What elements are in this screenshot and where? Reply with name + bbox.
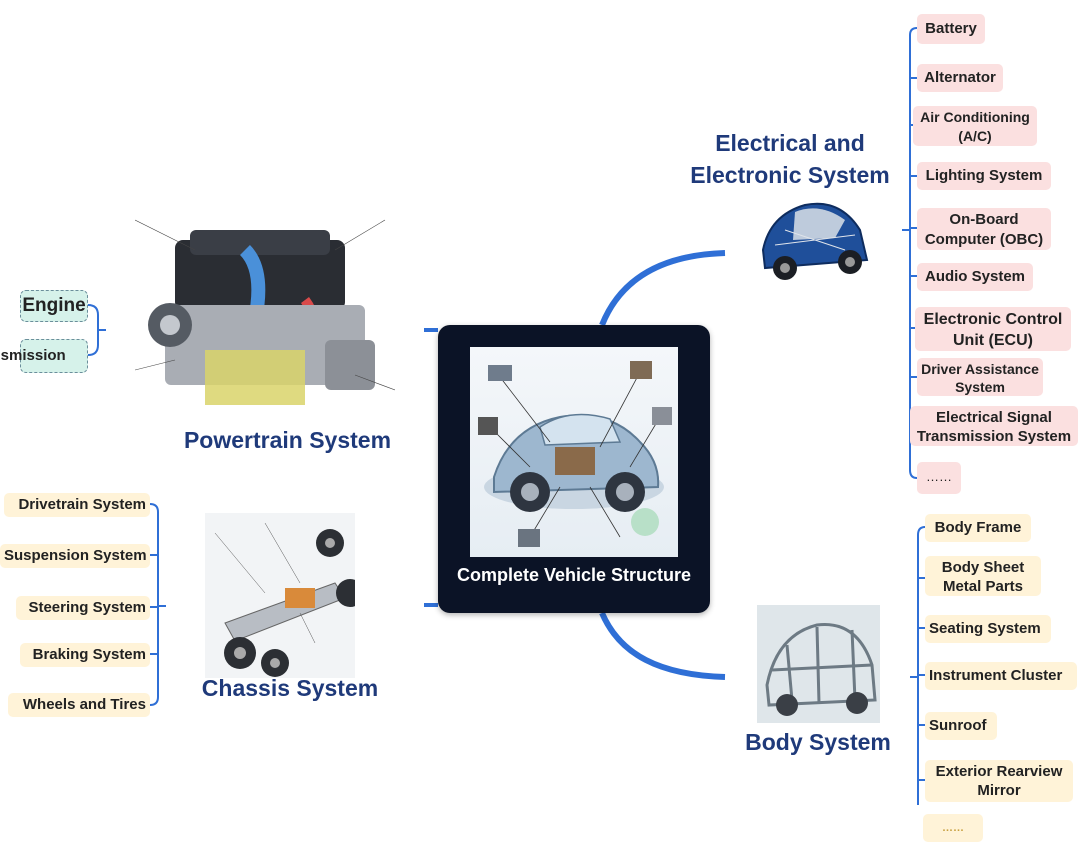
leaf-instrument-cluster[interactable]: Instrument Cluster — [925, 662, 1077, 690]
leaf-alternator[interactable]: Alternator — [917, 64, 1003, 92]
electrical-title-line1[interactable]: Electrical and — [715, 130, 865, 156]
leaf-driver-assistance[interactable]: Driver Assistance System — [917, 358, 1043, 396]
chassis-image — [205, 513, 355, 678]
leaf-braking-system[interactable]: Braking System — [20, 643, 150, 667]
leaf-on-board-computer[interactable]: On-Board Computer (OBC) — [917, 208, 1051, 250]
electrical-car-image — [755, 190, 870, 285]
leaf-wheels-and-tires[interactable]: Wheels and Tires — [8, 693, 150, 717]
central-node-label: Complete Vehicle Structure — [456, 565, 692, 585]
leaf-drivetrain-system[interactable]: Drivetrain System — [4, 493, 150, 517]
leaf-transmission[interactable]: Transmission — [0, 339, 88, 373]
leaf-audio-system[interactable]: Audio System — [917, 263, 1033, 291]
vehicle-components-image — [470, 347, 678, 557]
leaf-electrical-signal-transmission[interactable]: Electrical Signal Transmission System — [910, 406, 1078, 446]
electrical-title-line2[interactable]: Electronic System — [690, 162, 890, 188]
leaf-body-frame[interactable]: Body Frame — [925, 514, 1031, 542]
leaf-suspension-system[interactable]: Suspension System — [0, 544, 150, 568]
leaf-exterior-rearview-mirror[interactable]: Exterior Rearview Mirror — [925, 760, 1073, 802]
leaf-body-more[interactable]: …… — [923, 814, 983, 842]
leaf-electrical-more[interactable]: …… — [917, 462, 961, 494]
leaf-sunroof[interactable]: Sunroof — [925, 712, 997, 740]
leaf-engine[interactable]: Engine — [20, 290, 88, 322]
body-title[interactable]: Body System — [745, 729, 891, 755]
powertrain-title[interactable]: Powertrain System — [183, 427, 392, 453]
leaf-air-conditioning[interactable]: Air Conditioning (A/C) — [913, 106, 1037, 146]
leaf-lighting-system[interactable]: Lighting System — [917, 162, 1051, 190]
leaf-transmission-label: Transmission — [0, 347, 66, 364]
chassis-title[interactable]: Chassis System — [201, 675, 379, 701]
leaf-seating-system[interactable]: Seating System — [925, 615, 1051, 643]
leaf-battery[interactable]: Battery — [917, 14, 985, 44]
leaf-body-sheet-metal[interactable]: Body Sheet Metal Parts — [925, 556, 1041, 596]
central-node[interactable]: Complete Vehicle Structure — [438, 325, 710, 613]
leaf-steering-system[interactable]: Steering System — [16, 596, 150, 620]
leaf-ecu[interactable]: Electronic Control Unit (ECU) — [915, 307, 1071, 351]
body-frame-image — [757, 605, 880, 723]
engine-image — [135, 210, 395, 425]
